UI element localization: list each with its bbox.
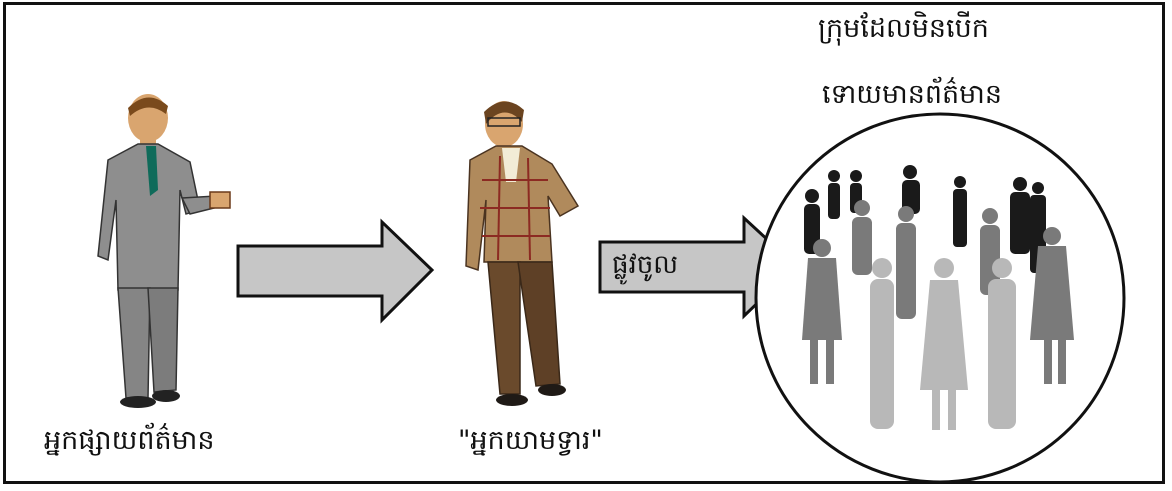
gatekeeper-right-leg: [517, 261, 561, 387]
speaker-left-shoe: [120, 396, 156, 408]
group-title-line1: ក្រុមដែលមិនបើក: [818, 13, 989, 44]
speaker-figure: [97, 94, 231, 408]
speaker-left-leg: [117, 287, 151, 399]
gatekeeper-shirt: [502, 148, 520, 182]
speaker-hand: [209, 191, 231, 209]
speaker-hair: [128, 97, 168, 116]
gatekeeper-right-shoe: [538, 384, 566, 396]
gatekeeper-left-shoe: [496, 394, 528, 406]
arrow-label: ផ្លូវចូល: [612, 250, 679, 280]
speaker-tie: [146, 146, 158, 196]
gatekeeper-jacket-pattern: [480, 155, 550, 261]
arrow-to-gatekeeper: [236, 218, 435, 324]
speaker-jacket: [97, 143, 201, 291]
speaker-right-shoe: [152, 390, 180, 402]
gatekeeper-hair: [484, 101, 524, 124]
gatekeeper-label: "អ្នកយាមទ្វារ": [458, 425, 603, 456]
gatekeeper-glasses: [487, 117, 521, 127]
source-label: អ្នកផ្សាយព័ត៌មាន: [44, 425, 215, 456]
gatekeeper-left-leg: [487, 261, 521, 395]
audience-group: [754, 112, 1126, 484]
gatekeeper-figure: [465, 101, 580, 406]
crowd-silhouettes: [802, 165, 1074, 430]
group-title-line2: ទោយមានព័ត៌មាន: [822, 79, 1002, 110]
speaker-right-leg: [147, 287, 179, 393]
